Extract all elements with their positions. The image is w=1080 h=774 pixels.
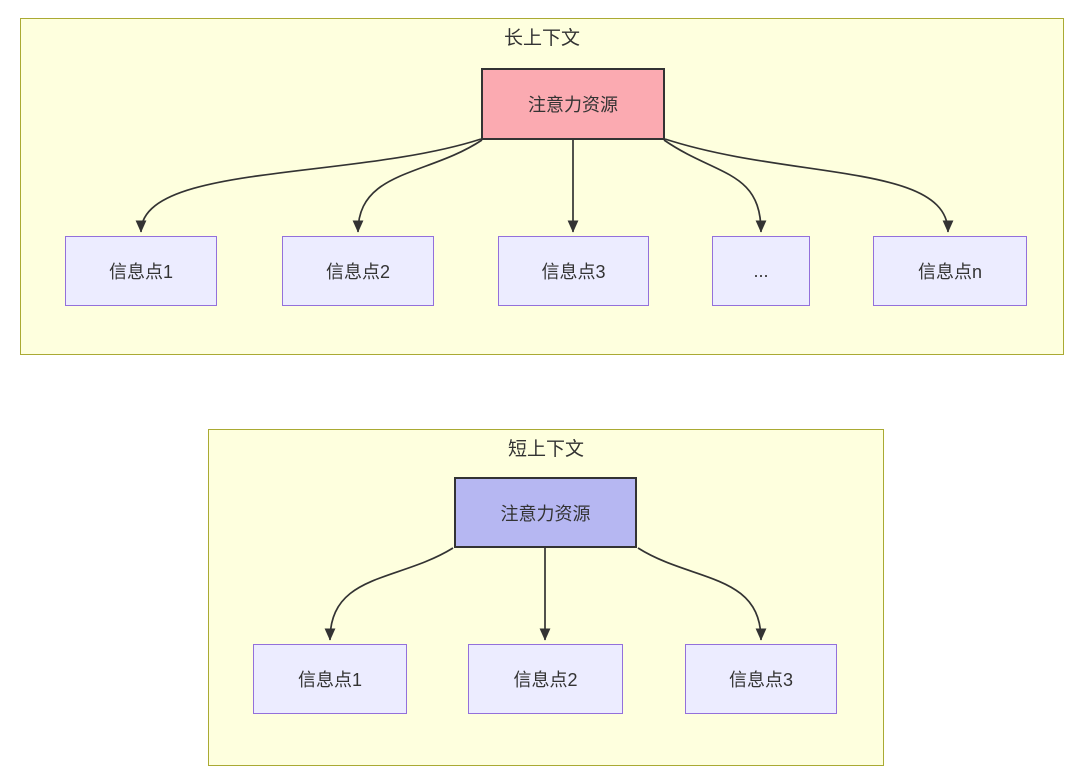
- long-info-node-ellipsis: ...: [712, 236, 810, 306]
- short-info-node-1: 信息点1: [253, 644, 407, 714]
- long-info-node-n: 信息点n: [873, 236, 1027, 306]
- short-context-title: 短上下文: [507, 439, 584, 460]
- short-info-node-2: 信息点2: [468, 644, 623, 714]
- long-attention-node: 注意力资源: [481, 68, 665, 140]
- short-info-node-3: 信息点3: [685, 644, 837, 714]
- long-info-node-1: 信息点1: [65, 236, 217, 306]
- short-attention-node: 注意力资源: [454, 477, 637, 548]
- long-info-node-3: 信息点3: [498, 236, 649, 306]
- long-context-title: 长上下文: [503, 28, 580, 49]
- long-info-node-2: 信息点2: [282, 236, 434, 306]
